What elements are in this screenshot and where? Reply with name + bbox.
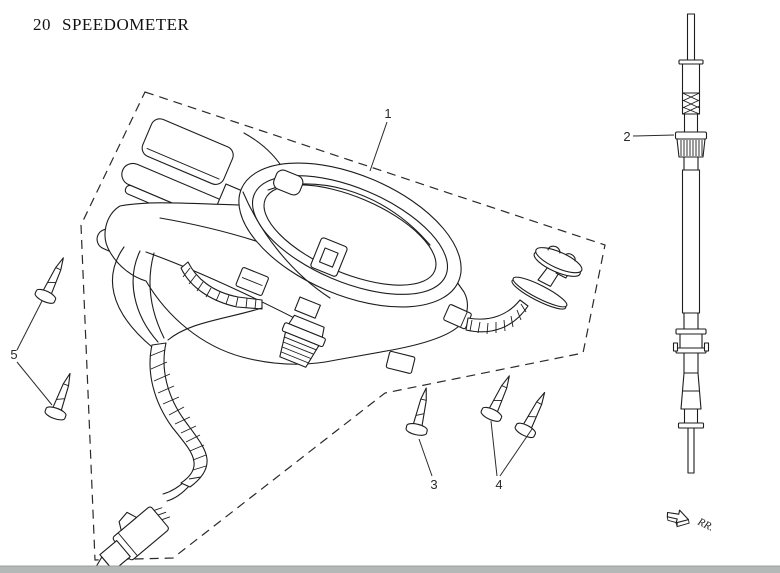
cable-upper-rod (686, 13, 696, 63)
callout-leader-lines (16, 121, 675, 477)
screw-5a-icon (34, 257, 64, 304)
cable-lower-rod (687, 427, 695, 474)
callout-label-3: 3 (430, 477, 437, 492)
callout-label-2: 2 (623, 129, 630, 144)
cable-knurled-nut (674, 131, 708, 158)
housing-knob (273, 169, 304, 196)
speedometer-cable-drawing (672, 13, 710, 474)
light-conduit (465, 299, 529, 335)
harness-spiral-wrap (149, 342, 208, 488)
cable-boss (279, 314, 326, 368)
bulb-socket-cap (533, 245, 583, 277)
footer-bar (0, 565, 780, 573)
screw-4b-icon (514, 391, 546, 439)
assembly-boundary-outline (80, 91, 606, 561)
rr-direction-arrow (666, 509, 690, 528)
page-title-number: 20 (33, 15, 51, 34)
housing-tab-lower (294, 296, 321, 319)
cable-ferrule (681, 63, 701, 94)
callout-label-5: 5 (10, 347, 17, 362)
housing-clip-left (235, 267, 269, 296)
housing-hatched-channel (180, 261, 263, 310)
cable-mid-collar (672, 328, 710, 354)
rr-direction-label: RR. (695, 515, 716, 533)
callout-label-4: 4 (495, 477, 502, 492)
screw-4a-icon (480, 375, 510, 422)
cable-outer-sheath (681, 169, 701, 314)
page-title: SPEEDOMETER (62, 15, 190, 34)
housing-box-right (385, 350, 416, 374)
socket-flange-disc (511, 276, 568, 310)
cable-lower-sleeve (680, 372, 702, 410)
bulb-socket (511, 245, 583, 310)
housing-clip-center (310, 237, 348, 277)
cable-crosshatch-section (681, 92, 701, 115)
callout-label-1: 1 (384, 106, 391, 121)
speedometer-assembly-drawing (93, 118, 583, 573)
screw-5b-icon (44, 372, 71, 421)
conduit-spigot (443, 304, 472, 330)
screw-3-icon (405, 387, 428, 436)
